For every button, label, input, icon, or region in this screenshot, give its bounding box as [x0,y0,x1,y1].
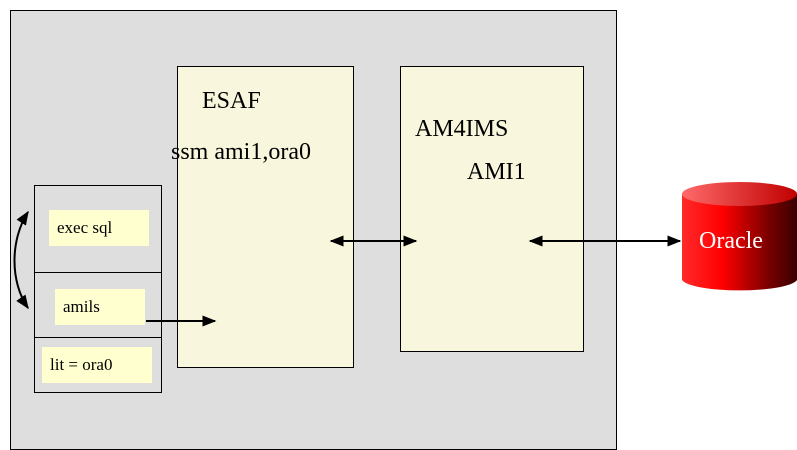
loop-arrow [13,210,29,310]
am4ims-subtitle: AMI1 [467,159,526,185]
program-divider [35,337,161,338]
am4ims-box: AM4IMS AMI1 [400,66,584,352]
oracle-label: Oracle [699,228,763,254]
oracle-database-icon [682,182,797,291]
esaf-title: ESAF [202,88,261,114]
exec-sql-label: exec sql [49,210,149,246]
esaf-subsystem-label: ssm ami1,ora0 [171,139,311,165]
amils-label: amils [55,289,145,325]
program-divider [35,272,161,273]
am4ims-title: AM4IMS [415,116,509,142]
lit-label: lit = ora0 [42,347,152,383]
